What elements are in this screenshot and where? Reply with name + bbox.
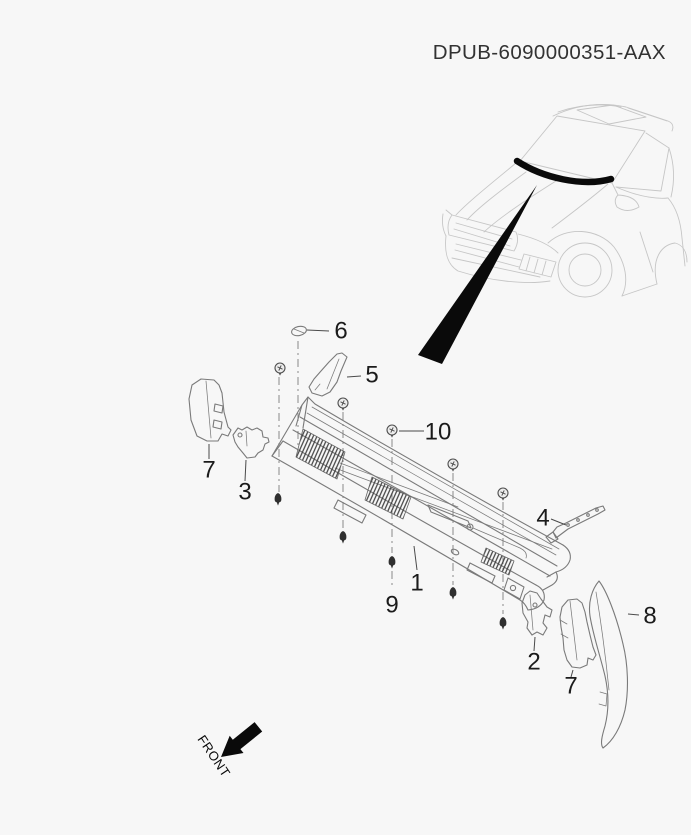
callout-label-7-left: 7 [202,457,215,484]
part-7-side-cover-left [188,378,232,442]
part-9-clip [388,556,396,569]
leader-line [570,669,574,678]
part-9-clip [449,587,457,600]
part-1-cowl-panel [271,396,571,611]
part-10-screw [497,487,509,502]
part-3-bracket [232,426,270,459]
callout-label-6: 6 [334,318,347,345]
part-6-clip [291,325,307,337]
leader-line [306,329,330,332]
part-5-bracket [308,352,348,397]
part-7-side-cover-right [559,598,597,669]
callout-label-3: 3 [238,479,251,506]
part-9-clip [339,531,347,544]
callout-label-7-right: 7 [564,673,577,700]
front-indicator: FRONT [195,722,263,780]
part-9-clip [499,617,507,630]
front-label: FRONT [195,732,234,780]
vent-hatch [295,428,346,480]
part-2-bracket [521,590,553,636]
part-code-title: DPUB-6090000351-AAX [433,41,666,64]
callout-label-10: 10 [425,419,452,446]
leader-line [346,375,362,378]
part-9-clip [274,493,282,506]
front-arrow-icon [221,722,263,757]
part-10-screw [447,458,459,473]
car-illustration [441,103,688,298]
cowl-area-highlight [513,157,615,186]
vent-hatch [480,547,515,576]
callout-label-4: 4 [536,505,549,532]
part-10-screw [274,362,286,377]
vent-hatch [364,476,412,520]
callout-label-9: 9 [385,592,398,619]
callout-label-2: 2 [527,649,540,676]
part-4-end-bracket [545,505,606,544]
leader-line [627,613,640,616]
leader-line [413,545,418,571]
zoom-pointer-wedge-icon [418,185,537,364]
part-10-screw [337,397,349,412]
part-8-side-trim [588,580,629,749]
leader-lines [208,329,640,678]
leader-line [244,459,247,482]
leader-line [533,636,536,652]
part-10-screw [386,424,398,439]
leader-line [550,518,567,526]
callout-label-1: 1 [410,570,423,597]
callout-label-5: 5 [365,362,378,389]
callout-label-8: 8 [643,603,656,630]
callout-labels: 1 2 3 4 5 6 7 7 8 9 10 [202,318,656,700]
